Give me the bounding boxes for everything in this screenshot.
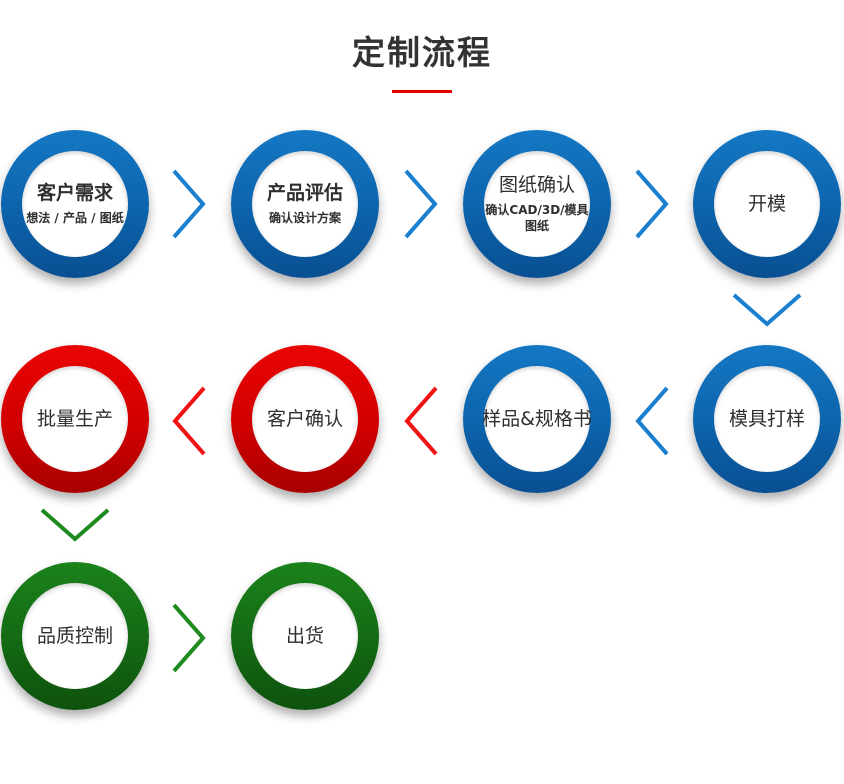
flow-node-product-evaluation: 产品评估 确认设计方案 [231, 130, 379, 278]
node-inner: 客户需求 想法 / 产品 / 图纸 [22, 151, 128, 257]
node-label: 客户需求 [36, 182, 113, 204]
flow-node-quality-control: 品质控制 [1, 562, 149, 710]
chevron-down-icon [731, 292, 803, 328]
chevron-left-icon [403, 385, 439, 457]
node-sublabel: 确认设计方案 [268, 210, 341, 225]
chevron-right-icon [171, 168, 207, 240]
node-inner: 出货 [252, 583, 358, 689]
chevron-right-icon [171, 602, 207, 674]
chevron-right-icon [403, 168, 439, 240]
node-inner: 模具打样 [714, 366, 820, 472]
node-label: 开模 [747, 192, 786, 215]
chevron-right-stroke [404, 169, 438, 239]
flow-node-customer-confirmation: 客户确认 [231, 345, 379, 493]
chevron-down-icon [39, 507, 111, 543]
chevron-left-icon [634, 385, 670, 457]
chevron-right-stroke [172, 169, 206, 239]
chevron-left-stroke [404, 386, 438, 456]
flow-node-mold-opening: 开模 [693, 130, 841, 278]
node-sublabel: 确认CAD/3D/模具图纸 [485, 202, 589, 233]
node-label: 模具打样 [728, 407, 805, 430]
chevron-right-stroke [635, 169, 669, 239]
node-inner: 产品评估 确认设计方案 [252, 151, 358, 257]
node-inner: 开模 [714, 151, 820, 257]
node-label: 客户确认 [266, 407, 343, 430]
flow-node-customer-needs: 客户需求 想法 / 产品 / 图纸 [1, 130, 149, 278]
chevron-left-icon [171, 385, 207, 457]
node-sublabel: 想法 / 产品 / 图纸 [26, 210, 124, 225]
node-inner: 客户确认 [252, 366, 358, 472]
chevron-left-stroke [172, 386, 206, 456]
chevron-right-stroke [172, 603, 206, 673]
chevron-down-stroke [732, 293, 802, 327]
node-label: 品质控制 [36, 624, 113, 647]
node-inner: 样品&规格书 [482, 366, 592, 472]
flow-node-shipping: 出货 [231, 562, 379, 710]
node-inner: 图纸确认 确认CAD/3D/模具图纸 [484, 151, 590, 257]
title-underline [392, 90, 452, 93]
flow-node-drawing-confirmation: 图纸确认 确认CAD/3D/模具图纸 [463, 130, 611, 278]
node-label: 批量生产 [36, 407, 113, 430]
chevron-right-icon [634, 168, 670, 240]
node-label: 产品评估 [266, 182, 343, 204]
flow-node-mass-production: 批量生产 [1, 345, 149, 493]
chevron-down-stroke [40, 508, 110, 542]
node-inner: 批量生产 [22, 366, 128, 472]
page-title: 定制流程 [352, 33, 492, 72]
flow-node-sample-and-spec: 样品&规格书 [463, 345, 611, 493]
node-label: 样品&规格书 [482, 407, 592, 430]
chevron-left-stroke [635, 386, 669, 456]
flow-node-mold-sampling: 模具打样 [693, 345, 841, 493]
node-label: 出货 [285, 624, 324, 647]
node-label: 图纸确认 [498, 173, 575, 196]
node-inner: 品质控制 [22, 583, 128, 689]
